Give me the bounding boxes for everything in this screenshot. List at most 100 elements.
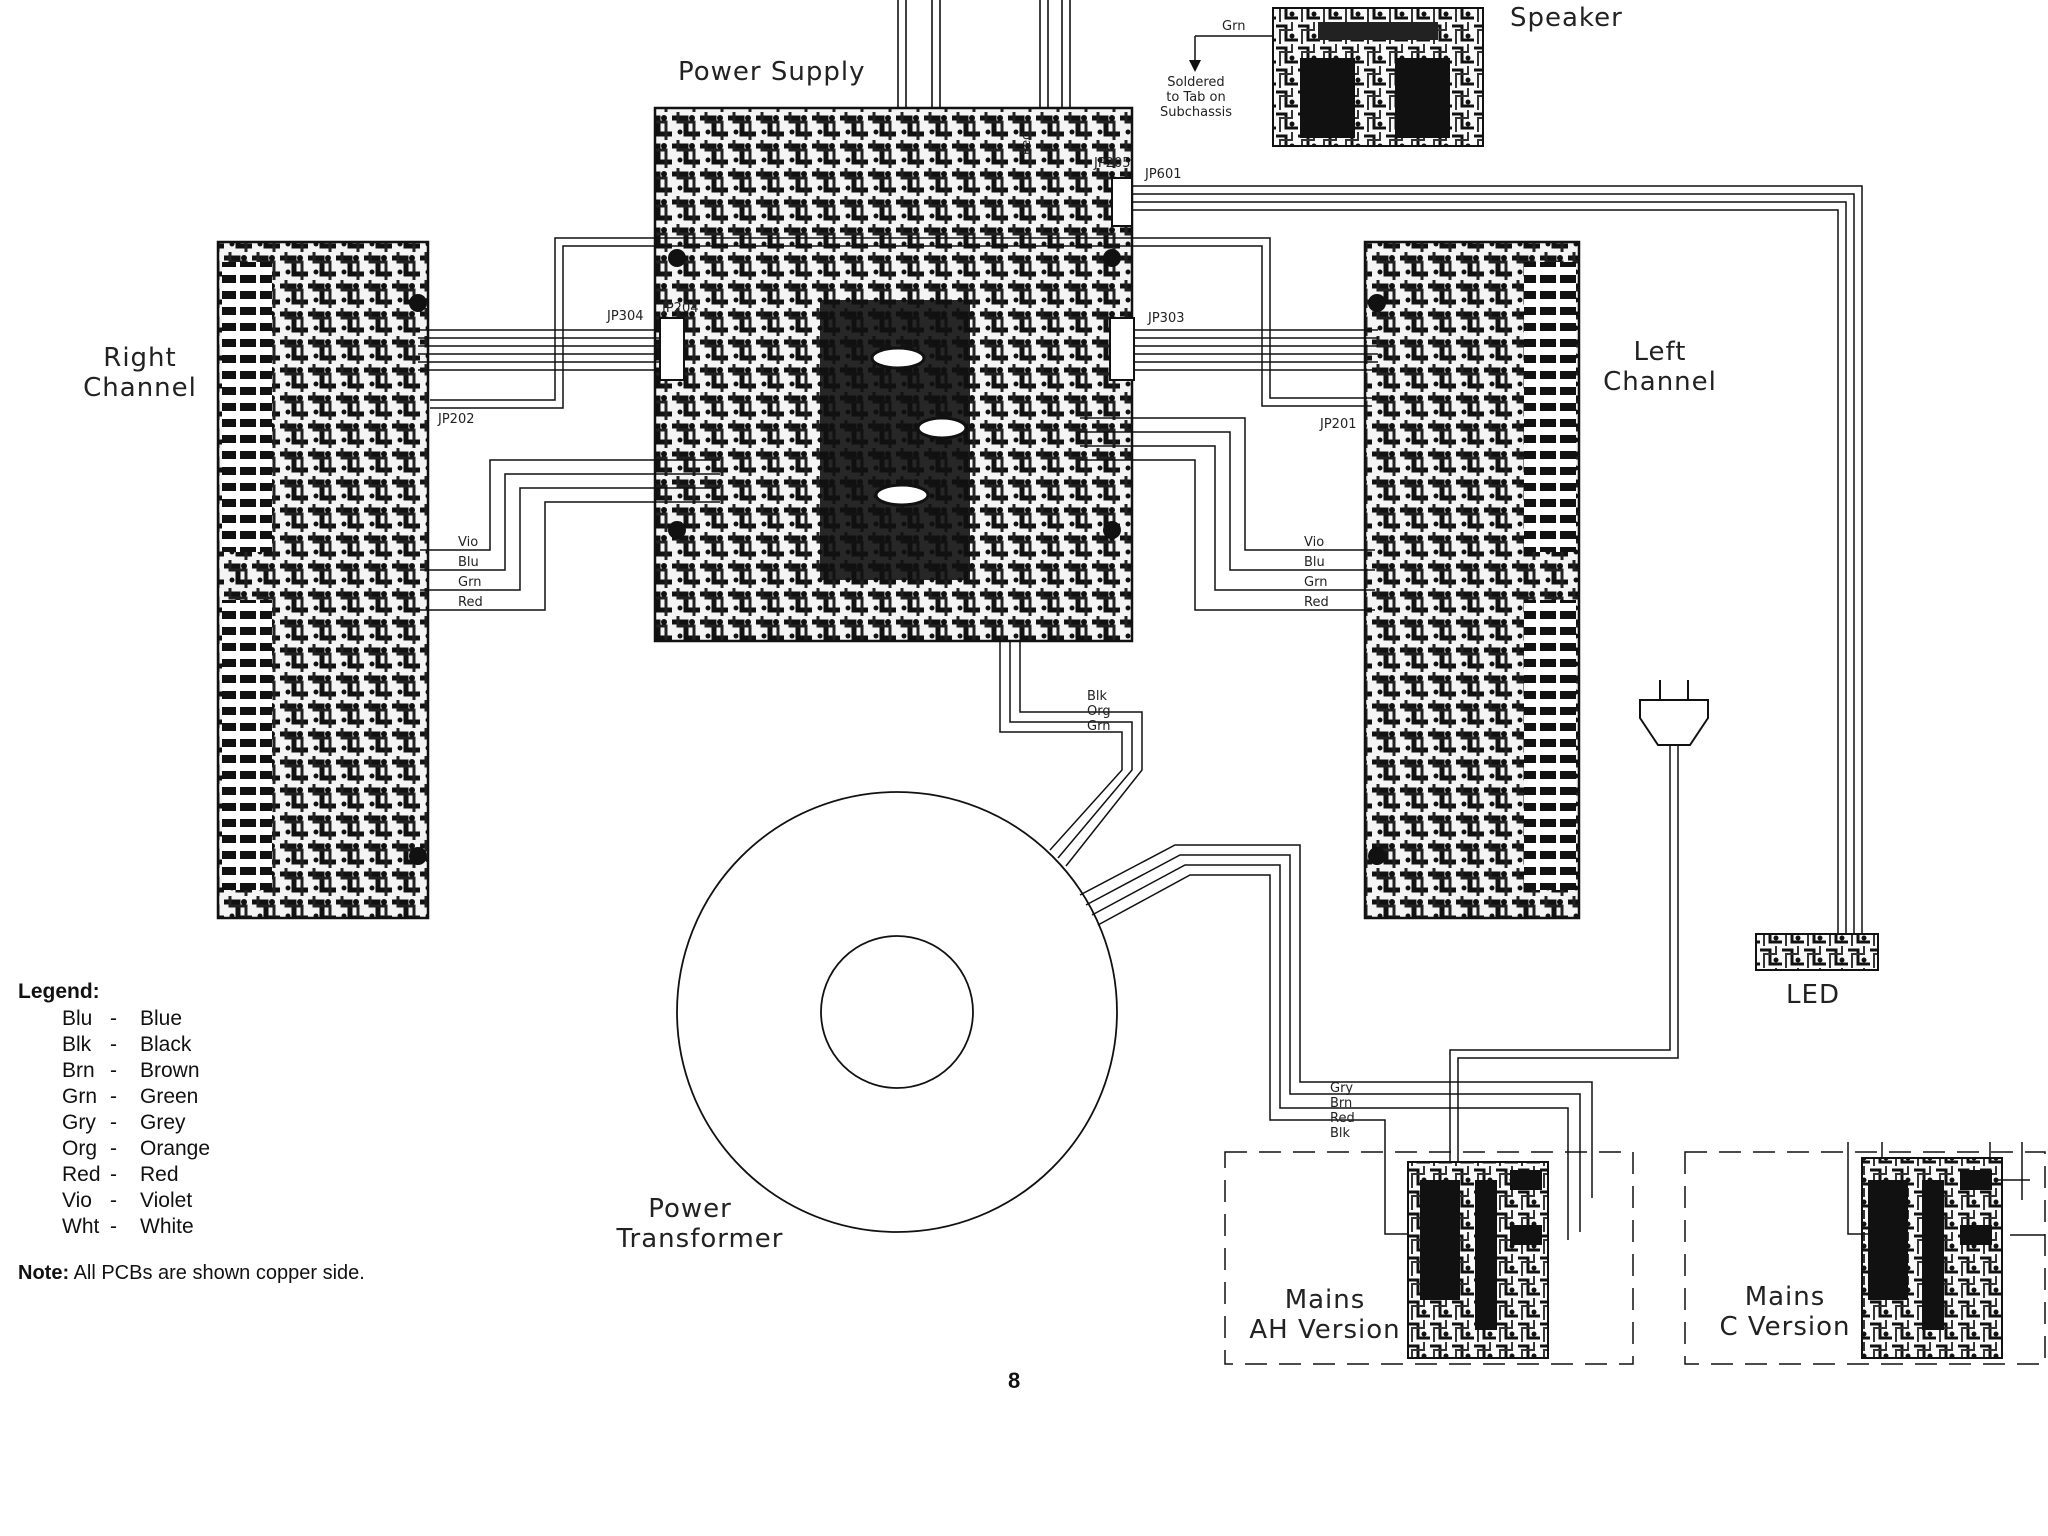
transformer-wire-label: Blk: [1087, 689, 1108, 704]
soldered-label-1: Soldered: [1167, 75, 1224, 90]
soldered-label-3: Subchassis: [1160, 105, 1232, 120]
mains-wire-label: Brn: [1330, 1096, 1352, 1111]
jp303-label: JP303: [1147, 311, 1185, 326]
note-label: Note:: [18, 1262, 70, 1284]
speaker-label: Speaker: [1510, 3, 1623, 33]
legend-abbr: Blu: [62, 1007, 93, 1030]
mains-c-label-2: C Version: [1719, 1312, 1850, 1342]
mains-wire-labels: Gry Brn Red Blk: [1330, 1081, 1355, 1141]
legend-abbr: Red: [62, 1163, 101, 1186]
legend-dash: -: [110, 1033, 117, 1056]
legend-name: Red: [140, 1163, 179, 1186]
legend-abbr: Grn: [62, 1085, 98, 1108]
legend-name: Brown: [140, 1059, 200, 1082]
right-wire-label: Red: [458, 595, 483, 610]
speaker-grn-label: Grn: [1222, 19, 1245, 34]
right-channel-label-2: Channel: [83, 373, 197, 403]
mains-wire-label: Blk: [1330, 1126, 1351, 1141]
legend-dash: -: [110, 1189, 117, 1212]
harness-wires: [418, 185, 1863, 1240]
transformer-wire-label: Org: [1087, 704, 1111, 719]
jp601-label: JP601: [1144, 167, 1182, 182]
legend-name: Orange: [140, 1137, 211, 1160]
led-label: LED: [1786, 980, 1840, 1010]
legend-row: Gry-Grey: [62, 1110, 210, 1136]
jp303-connector: [1109, 317, 1135, 381]
power-transformer: [676, 791, 1118, 1233]
soldered-label-2: to Tab on: [1166, 90, 1226, 105]
left-channel-pcb: [1363, 240, 1581, 920]
legend-dash: -: [110, 1085, 117, 1108]
plug-icon: [1639, 680, 1709, 746]
jp304-connector: [659, 317, 685, 381]
left-wire-label: Grn: [1304, 575, 1327, 590]
legend-row: Brn-Brown: [62, 1058, 210, 1084]
left-wire-labels: Vio Blu Grn Red: [1304, 535, 1329, 610]
power-supply-pcb: [653, 106, 1134, 643]
mains-wire-label: Gry: [1330, 1081, 1353, 1096]
jp205-label: JP205: [1093, 156, 1131, 171]
legend-dash: -: [110, 1059, 117, 1082]
jp202-label: JP202: [437, 412, 475, 427]
right-wire-labels: Vio Blu Grn Red: [458, 535, 483, 610]
left-wire-label: Blu: [1304, 555, 1325, 570]
speaker-pcb: [1272, 7, 1484, 147]
transformer-wire-labels: Blk Org Grn: [1087, 689, 1111, 734]
note: Note: All PCBs are shown copper side.: [18, 1262, 365, 1285]
legend-row: Org-Orange: [62, 1136, 210, 1162]
legend-name: Black: [140, 1033, 192, 1056]
jp201-label: JP201: [1319, 417, 1357, 432]
legend-abbr: Brn: [62, 1059, 95, 1082]
legend-abbr: Wht: [62, 1215, 100, 1238]
legend-dash: -: [110, 1111, 117, 1134]
jp204-label: JP204: [661, 301, 699, 316]
legend-name: Blue: [140, 1007, 183, 1030]
legend-abbr: Gry: [62, 1111, 96, 1134]
legend-table: Blu-Blue Blk-Black Brn-Brown Grn-Green G…: [62, 1006, 210, 1240]
page-number: 8: [1008, 1368, 1021, 1393]
legend-row: Red-Red: [62, 1162, 210, 1188]
power-transformer-label-2: Transformer: [615, 1224, 783, 1254]
power-supply-label: Power Supply: [678, 57, 865, 87]
legend-dash: -: [110, 1163, 117, 1186]
jp304-label: JP304: [606, 309, 644, 324]
legend-row: Vio-Violet: [62, 1188, 210, 1214]
legend-dash: -: [110, 1215, 117, 1238]
mains-ah-label-2: AH Version: [1249, 1315, 1400, 1345]
right-wire-label: Grn: [458, 575, 481, 590]
legend-abbr: Vio: [62, 1189, 92, 1212]
transformer-wire-label: Grn: [1087, 719, 1110, 734]
left-channel-label-1: Left: [1634, 337, 1687, 367]
legend-row: Blk-Black: [62, 1032, 210, 1058]
mains-wire-label: Red: [1330, 1111, 1355, 1126]
legend-abbr: Org: [62, 1137, 98, 1160]
mains-ah-label-1: Mains: [1285, 1285, 1366, 1315]
legend-row: Blu-Blue: [62, 1006, 210, 1032]
left-wire-label: Red: [1304, 595, 1329, 610]
right-channel-pcb: [216, 240, 430, 920]
legend-name: Green: [140, 1085, 199, 1108]
legend-title: Legend:: [18, 980, 100, 1003]
legend-abbr: Blk: [62, 1033, 92, 1056]
legend-row: Grn-Green: [62, 1084, 210, 1110]
top-wires: [897, 0, 1071, 210]
legend-dash: -: [110, 1007, 117, 1030]
note-text: All PCBs are shown copper side.: [73, 1262, 365, 1284]
right-wire-label: Vio: [458, 535, 478, 550]
led-pcb: [1755, 933, 1879, 971]
left-wire-label: Vio: [1304, 535, 1324, 550]
psu-red-label: Red: [1019, 132, 1033, 155]
jp601-connector: [1111, 177, 1133, 227]
right-channel-label-1: Right: [103, 343, 176, 373]
legend-name: White: [140, 1215, 194, 1238]
legend-row: Wht-White: [62, 1214, 210, 1240]
legend-dash: -: [110, 1137, 117, 1160]
left-channel-label-2: Channel: [1603, 367, 1717, 397]
right-wire-label: Blu: [458, 555, 479, 570]
mains-c-label-1: Mains: [1745, 1282, 1826, 1312]
legend-name: Grey: [140, 1111, 186, 1134]
arrow-icon: [1189, 60, 1201, 72]
power-transformer-label-1: Power: [648, 1194, 732, 1224]
legend: Legend: Blu-Blue Blk-Black Brn-Brown Grn…: [18, 980, 210, 1240]
